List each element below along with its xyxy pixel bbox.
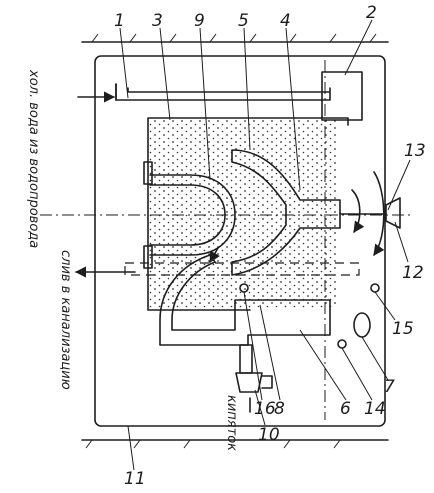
leader-lines [119, 19, 411, 471]
callout-1: 1 [114, 11, 125, 31]
heater-terminal-top [143, 161, 153, 185]
cold-water-pipe [115, 83, 331, 101]
callout-3: 3 [152, 11, 163, 31]
funnel [231, 149, 341, 276]
callout-11: 11 [124, 469, 146, 489]
drain-tube [124, 262, 360, 276]
cold-water-label: хол. вода из водопровода [26, 69, 41, 248]
callout-10: 10 [258, 425, 280, 445]
callout-16: 16 [254, 399, 276, 419]
callout-5: 5 [238, 11, 249, 31]
bottom-wall-hatch [81, 439, 389, 449]
drain-label: слив в канализацию [58, 250, 73, 390]
boiling-label: кипяток [224, 395, 239, 451]
sensor-15 [370, 283, 380, 293]
callout-8: 8 [274, 399, 285, 419]
float-7 [353, 312, 371, 338]
callout-2: 2 [366, 3, 377, 23]
float-chamber [321, 71, 363, 121]
sensor-14 [337, 339, 347, 349]
callout-12: 12 [402, 263, 424, 283]
water-tank [147, 117, 349, 311]
rotation-arc [373, 171, 385, 256]
heater-terminal-bottom [143, 245, 153, 269]
callout-13: 13 [404, 141, 426, 161]
callout-7: 7 [384, 377, 395, 397]
callouts: 1 2 3 4 5 6 7 8 9 10 11 12 13 14 15 16 [114, 3, 426, 489]
top-wall-hatch [81, 33, 389, 43]
outer-housing [94, 55, 386, 427]
callout-14: 14 [364, 399, 386, 419]
callout-15: 15 [392, 319, 414, 339]
siphon-outlet [159, 254, 331, 346]
callout-4: 4 [280, 11, 291, 31]
boiling-outlet [235, 344, 273, 393]
callout-9: 9 [194, 11, 205, 31]
callout-6: 6 [340, 399, 351, 419]
vapor-valve [385, 197, 401, 229]
